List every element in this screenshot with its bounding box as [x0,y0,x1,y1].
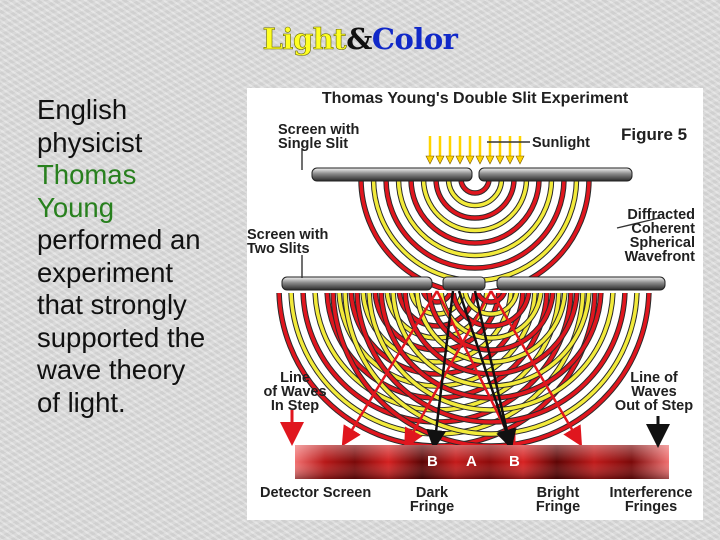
label-line: Screen with [278,122,360,138]
ray-line [489,290,583,447]
label-line: Wavefront [624,249,695,265]
body-line: of light. [37,386,126,418]
two-slit-screen [281,276,666,291]
band-label-a: A [466,453,477,470]
label-line: Interference [609,485,693,501]
label-line: Fringes [624,499,678,515]
sunlight-arrowhead [515,155,525,165]
wavefront-arc [421,180,529,233]
band-label-b-right: B [509,453,520,470]
sunlight-arrowhead [465,155,475,165]
wavefront-arc [463,293,519,316]
figure-number: Figure 5 [621,125,688,144]
title-ampersand: & [346,22,372,56]
label-line: Dark [415,485,449,501]
label-line: In Step [270,398,320,414]
ray-line [341,290,439,447]
body-line: physicist [37,126,143,158]
body-line: that strongly [37,289,187,320]
label-line: Single Slit [278,136,349,152]
wavefront-arc [396,180,554,258]
title-color: Color [371,22,458,56]
ray-line [457,290,516,450]
label-diffracted-wavefront: Diffracted Coherent Spherical Wavefront [624,207,695,265]
wavefront-arc [476,293,506,304]
body-text: English physicist Thomas Young performed… [37,94,247,419]
wavefront-arc [409,180,541,245]
body-line: English [37,94,128,125]
leader-lines [301,141,660,278]
sunlight-arrows [425,136,525,165]
sunlight-arrowhead [455,155,465,165]
diagram-canvas [276,136,670,479]
label-interference-fringes: Interference Fringes [603,485,699,515]
wavefront-arc [343,293,639,436]
sunlight-arrowhead [475,155,485,165]
body-line: supported the [37,321,206,353]
label-line: Screen with [247,227,329,243]
label-line: Fringe [409,499,455,515]
label-line: Diffracted [627,207,695,223]
wavefront-arc [451,293,531,328]
label-line: Out of Step [614,398,694,414]
label-line: Coherent [631,221,695,237]
body-highlight: Thomas [37,159,137,190]
wavefront-arc-outline [358,180,592,290]
wavefront-arc [459,180,491,195]
label-line: of Waves [263,384,327,400]
ray-line [404,290,493,449]
label-line: Two Slits [247,241,310,257]
double-slit-wavefronts [276,293,652,449]
double-slit-figure: Thomas Young's Double Slit Experiment Fi… [247,88,703,520]
wavefront-arc [422,293,452,304]
ray-line [426,290,455,450]
label-dark-fringe: Dark Fringe [397,485,467,515]
figure-title: Thomas Young's Double Slit Experiment [321,90,629,107]
wavefront-arc [434,180,516,220]
body-line: performed an [37,224,201,255]
sunlight-arrowhead [435,155,445,165]
label-waves-in-step: Line of Waves In Step [255,370,335,414]
label-bright-fringe: Bright Fringe [523,485,593,515]
band-label-b-left: B [427,453,438,470]
wavefront-arc [355,293,627,424]
label-line: Fringe [535,499,581,515]
single-slit-wavefronts [358,180,592,290]
interference-rays [341,290,583,450]
label-line: Line [280,370,310,386]
body-line: wave theory [37,354,186,385]
sunlight-arrowhead [495,155,505,165]
wavefront-arc [427,293,555,352]
sunlight-arrowhead [445,155,455,165]
slide-title: Light&Color [0,22,720,57]
label-screen-single-slit: Screen with Single Slit [278,122,360,152]
label-waves-out-of-step: Line of Waves Out of Step [609,370,699,414]
sunlight-arrowhead [505,155,515,165]
ray-line [473,290,517,450]
wavefront-arc-outline [408,180,542,246]
body-highlight: Young [37,191,114,223]
label-sunlight: Sunlight [532,135,590,151]
sunlight-arrowhead [485,155,495,165]
single-slit-screen [311,167,633,182]
label-screen-two-slits: Screen with Two Slits [247,227,329,257]
title-light: Light [262,22,347,57]
wavefront-arc [367,293,615,412]
label-line: Spherical [629,235,695,251]
label-detector-screen: Detector Screen [260,485,372,501]
body-line: experiment [37,256,174,288]
label-line: Bright [536,485,580,501]
label-line: Line of [630,370,678,386]
detector-screen-band [295,445,669,479]
wavefront-arc [359,180,591,290]
wavefront-arc [384,180,566,270]
sunlight-arrowhead [425,155,435,165]
label-line: Waves [631,384,677,400]
wavefront-arc [446,180,504,208]
step-arrows [280,410,670,448]
